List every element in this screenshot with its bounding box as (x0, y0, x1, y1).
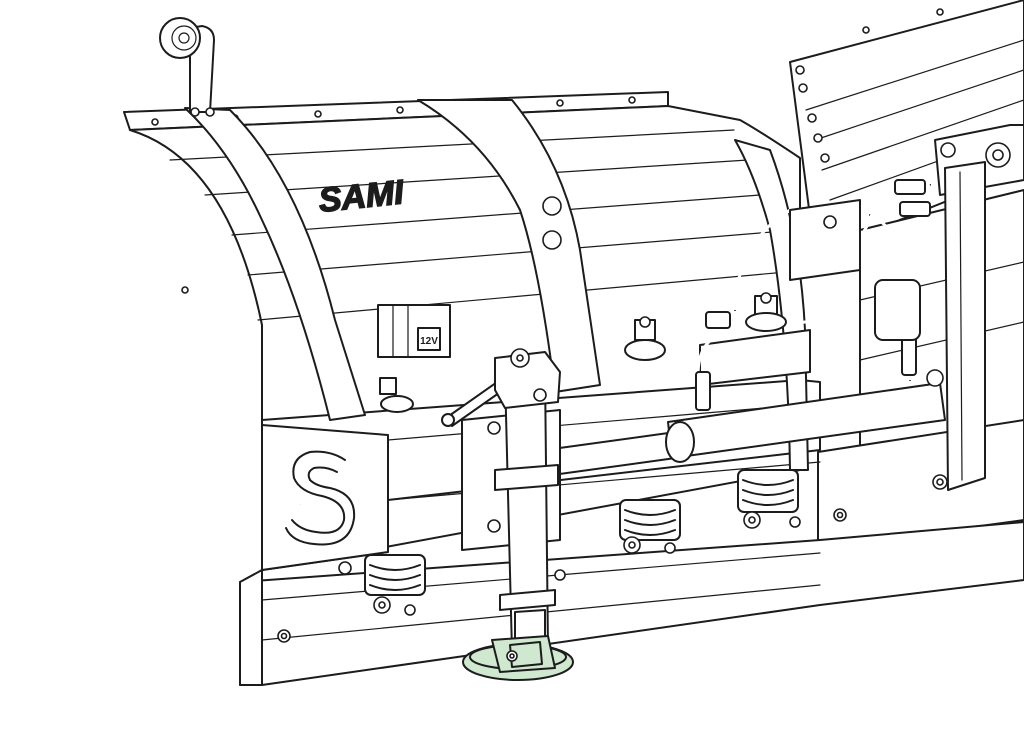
support-foot (462, 635, 574, 681)
trip-spring-1 (364, 554, 426, 616)
rib-middle (417, 99, 601, 393)
hydraulic-cylinder (544, 329, 946, 477)
sami-logo: SAMI (316, 172, 408, 220)
logo-text: SAMI (317, 173, 407, 220)
s-emblem: S (285, 450, 356, 546)
trip-spring-2 (619, 499, 681, 554)
voltage-sticker (417, 327, 441, 351)
cylinder-mount-3 (379, 377, 414, 413)
cylinder-mount-2 (745, 292, 787, 332)
support-stand (441, 348, 561, 653)
side-plate: S (261, 424, 389, 571)
mounting-bracket (874, 161, 986, 491)
cylinder-mount-1 (624, 316, 666, 361)
end-plate (239, 569, 263, 686)
trip-spring-3 (737, 469, 801, 529)
work-light (159, 17, 215, 117)
pin-fitting (705, 311, 731, 329)
label-plate: 12V (377, 304, 451, 358)
voltage-label: 12V (420, 336, 438, 347)
trip-spring-4 (277, 561, 566, 643)
emblem-letter: S (300, 504, 301, 506)
rib-left (184, 107, 366, 421)
